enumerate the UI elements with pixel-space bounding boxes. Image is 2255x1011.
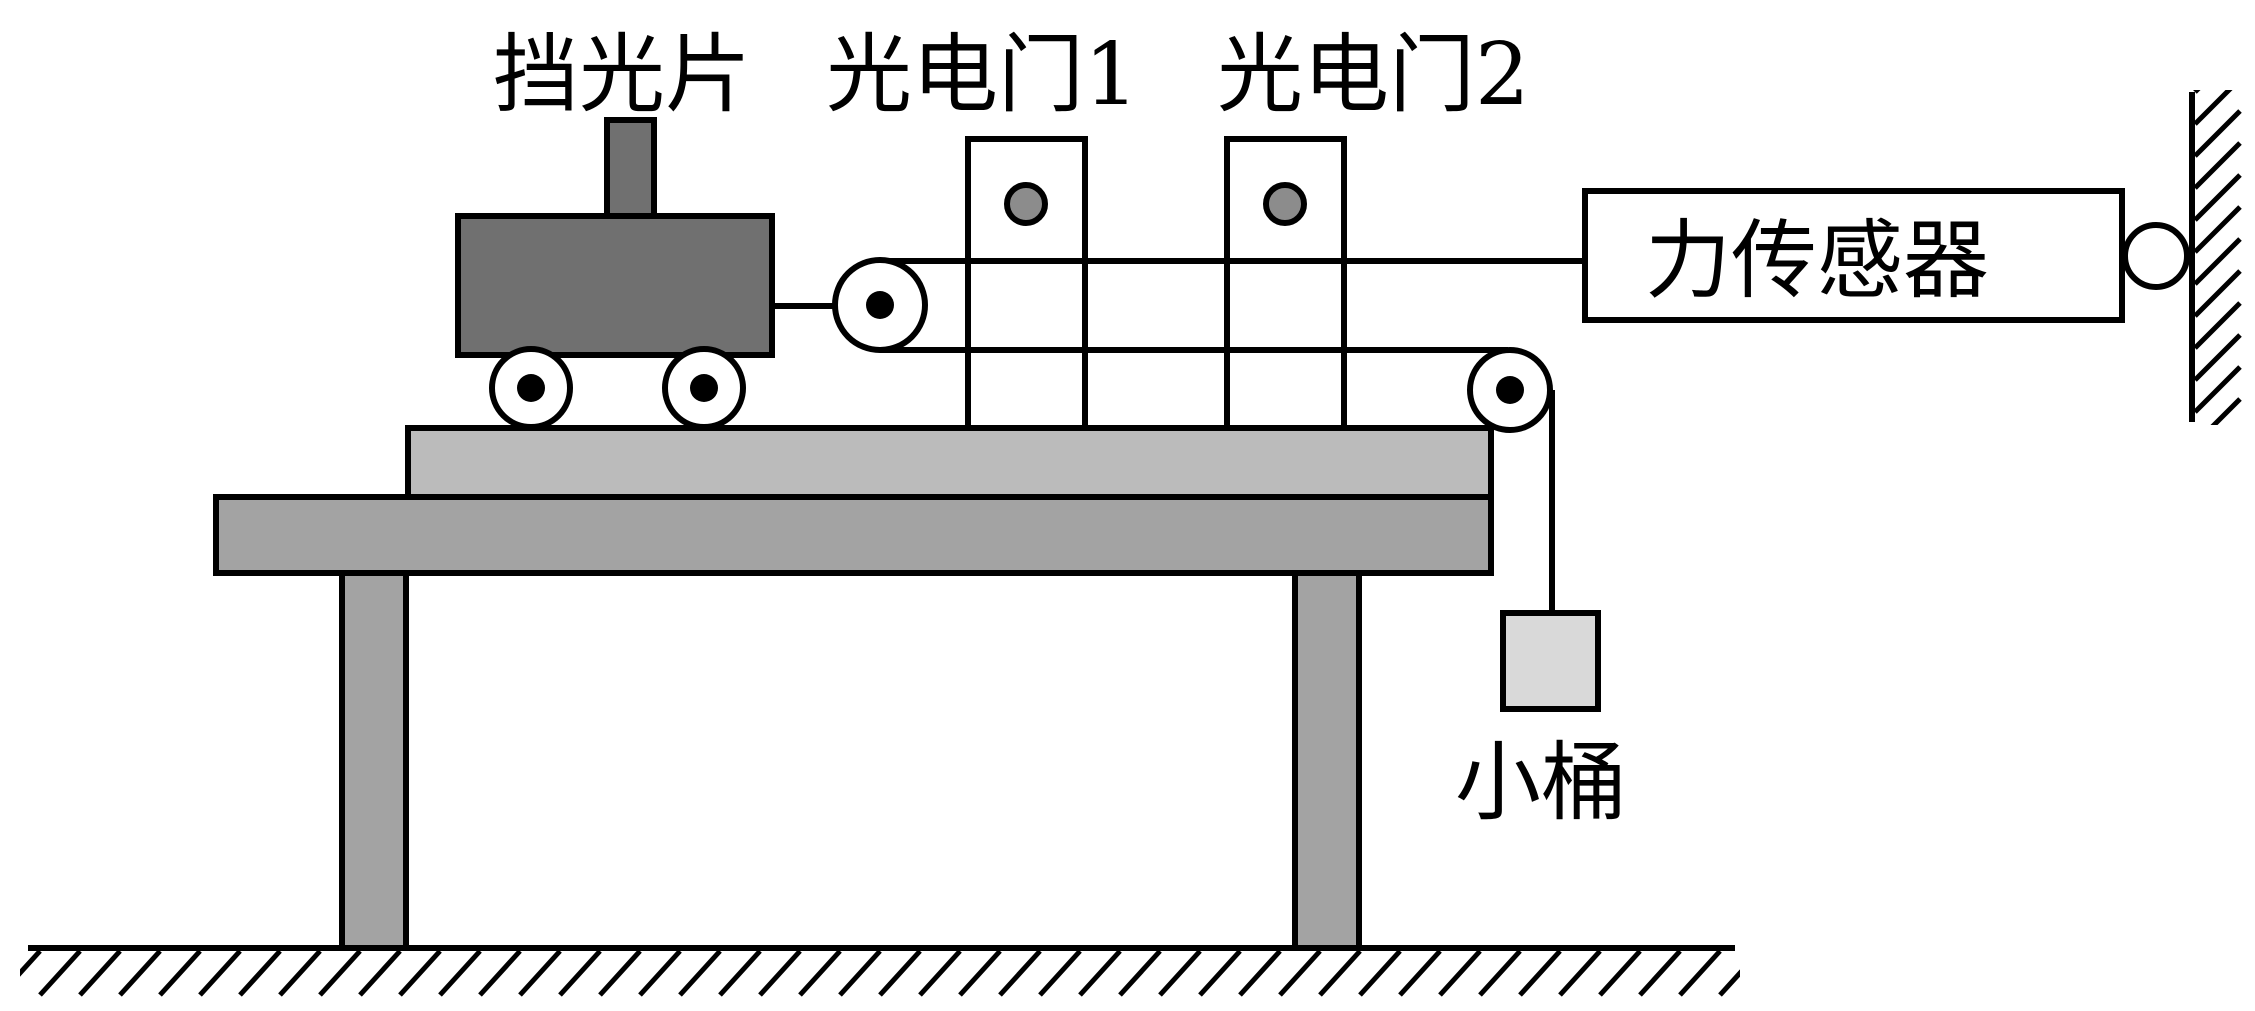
cart-wheel-right	[662, 346, 746, 430]
bucket-label: 小桶	[1455, 733, 1627, 833]
photogate-2-dot	[1263, 182, 1307, 226]
force-sensor	[1582, 188, 2125, 323]
cart-wheel-left	[489, 346, 573, 430]
shutter-label: 挡光片	[493, 25, 751, 125]
force-sensor-label: 力传感器	[1645, 211, 1989, 311]
table-leg-left	[339, 570, 409, 951]
table-pulley	[1467, 347, 1553, 433]
cart	[455, 117, 775, 430]
photogate-1-dot	[1004, 182, 1048, 226]
photogate-2	[1224, 136, 1347, 431]
wall	[2189, 90, 2242, 425]
photogate-1	[965, 136, 1088, 431]
ground	[20, 945, 1740, 997]
string	[774, 258, 1585, 613]
table-leg-right	[1292, 570, 1362, 951]
photogate-1-label: 光电门1	[826, 25, 1139, 125]
track-board	[405, 425, 1494, 500]
shutter-plate	[604, 117, 657, 219]
bucket	[1500, 610, 1601, 712]
cart-pulley	[832, 257, 928, 353]
sensor-hook-ring	[2122, 222, 2190, 290]
photogate-2-label: 光电门2	[1217, 25, 1530, 125]
table-top	[213, 494, 1494, 576]
cart-body	[455, 213, 775, 358]
